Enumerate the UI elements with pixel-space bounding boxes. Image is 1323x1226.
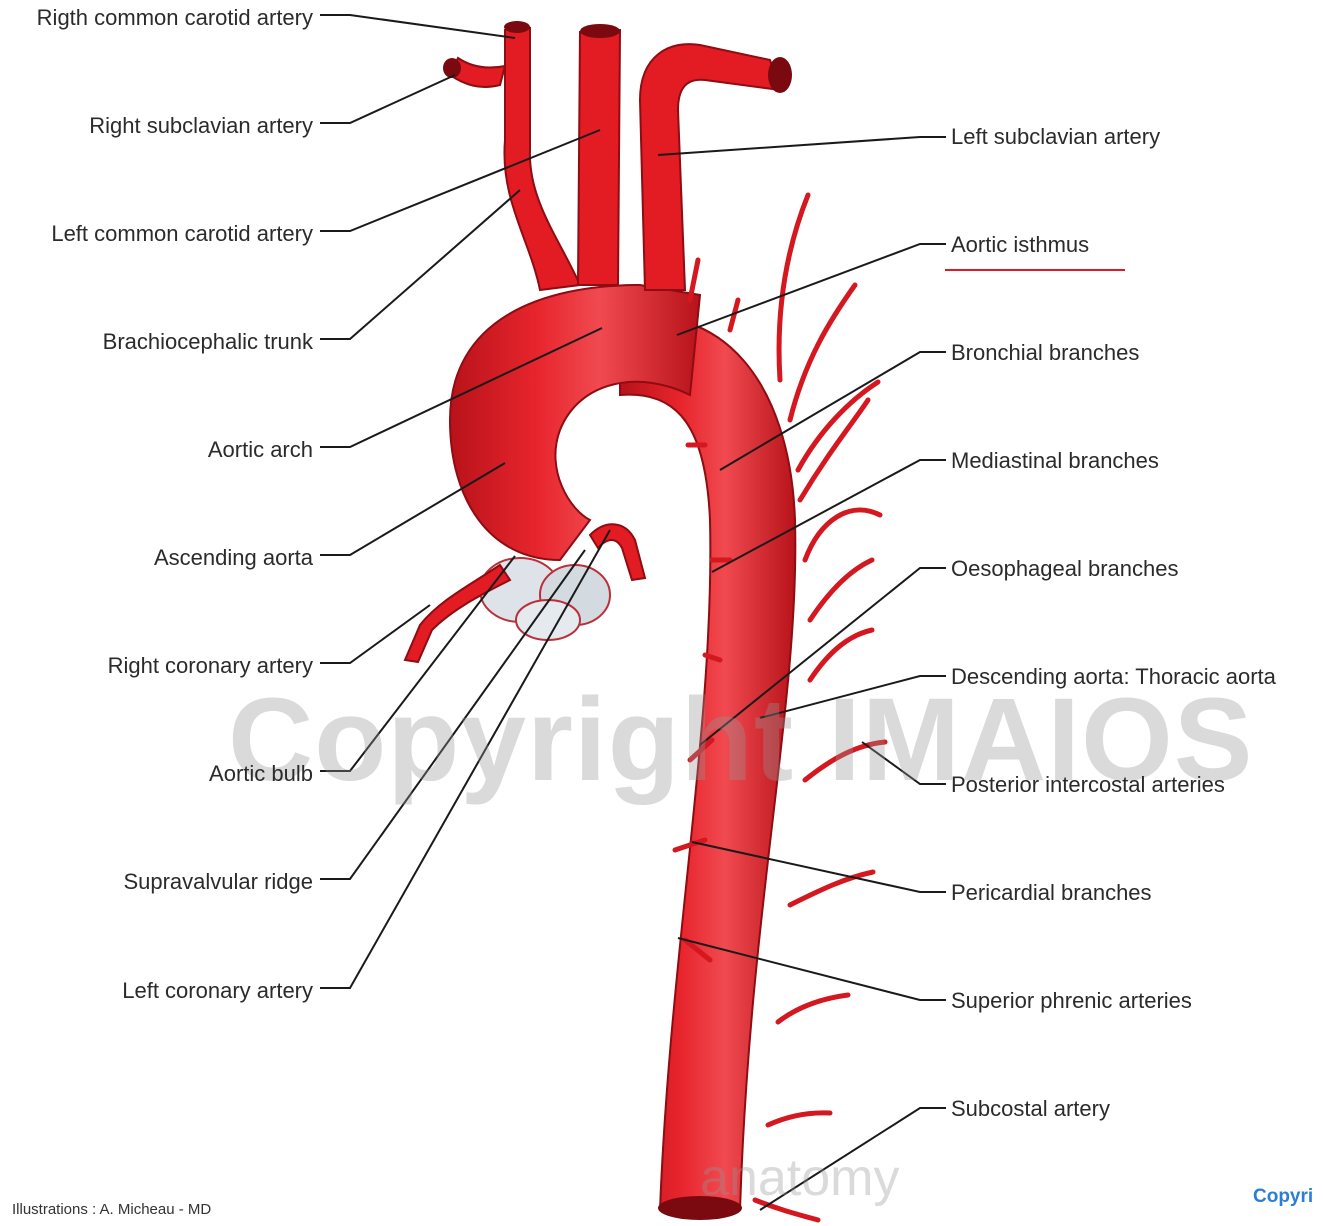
- label-aortic-arch: Aortic arch: [208, 437, 313, 463]
- label-mediastinal-branches: Mediastinal branches: [951, 448, 1159, 474]
- label-descending-aorta: Descending aorta: Thoracic aorta: [951, 664, 1276, 690]
- label-left-subclavian: Left subclavian artery: [951, 124, 1160, 150]
- illustration-credit: Illustrations : A. Micheau - MD: [12, 1201, 211, 1218]
- label-right-coronary-artery: Right coronary artery: [108, 653, 313, 679]
- label-pericardial-branches: Pericardial branches: [951, 880, 1152, 906]
- label-superior-phrenic: Superior phrenic arteries: [951, 988, 1192, 1014]
- label-aortic-isthmus: Aortic isthmus: [951, 232, 1089, 258]
- label-subcostal-artery: Subcostal artery: [951, 1096, 1110, 1122]
- brachiocephalic-trunk: [443, 21, 580, 290]
- label-oesophageal-branches: Oesophageal branches: [951, 556, 1179, 582]
- label-posterior-intercostal: Posterior intercostal arteries: [951, 772, 1225, 798]
- aortic-arch: [450, 285, 700, 560]
- label-supravalvular-ridge: Supravalvular ridge: [123, 869, 313, 895]
- label-bronchial-branches: Bronchial branches: [951, 340, 1139, 366]
- label-ascending-aorta: Ascending aorta: [154, 545, 313, 571]
- highlight-underline: [945, 269, 1125, 271]
- label-brachiocephalic-trunk: Brachiocephalic trunk: [103, 329, 313, 355]
- watermark-logo: anatomy: [700, 1148, 899, 1208]
- label-left-coronary-artery: Left coronary artery: [122, 978, 313, 1004]
- label-right-common-carotid: Rigth common carotid artery: [37, 5, 313, 31]
- label-left-common-carotid: Left common carotid artery: [51, 221, 313, 247]
- left-common-carotid: [578, 24, 620, 285]
- label-right-subclavian: Right subclavian artery: [89, 113, 313, 139]
- copyright-link[interactable]: Copyri: [1253, 1186, 1313, 1208]
- label-aortic-bulb: Aortic bulb: [209, 761, 313, 787]
- left-subclavian: [640, 44, 792, 290]
